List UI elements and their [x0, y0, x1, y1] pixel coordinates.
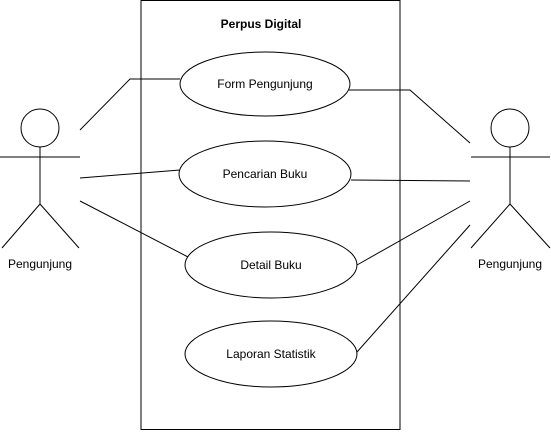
actor-right-leg-right: [509, 203, 551, 249]
use-case-pencarian-buku-label: Pencarian Buku: [223, 167, 308, 181]
actor-right-head: [490, 108, 530, 148]
association-right-detail-buku: [356, 200, 471, 266]
association-left-pencarian-buku: [79, 169, 181, 179]
use-case-laporan-statistik: Laporan Statistik: [184, 320, 358, 388]
association-right-form-pengunjung: [349, 89, 471, 144]
system-boundary-box: [140, 0, 401, 430]
associations-left: [79, 78, 191, 259]
actor-left-head: [20, 108, 60, 148]
associations-right: [349, 89, 471, 353]
association-right-pencarian-buku: [350, 179, 471, 182]
use-case-form-pengunjung-ellipse: [179, 51, 351, 117]
use-case-pencarian-buku: Pencarian Buku: [178, 140, 352, 208]
use-case-pencarian-buku-ellipse: [178, 140, 352, 208]
actor-left-leg-right: [39, 203, 80, 249]
use-case-laporan-statistik-label: Laporan Statistik: [226, 347, 316, 361]
actor-left: Pengunjung: [0, 108, 80, 271]
actor-left-leg-left: [1, 203, 41, 249]
actor-right-label: Pengunjung: [478, 257, 542, 271]
system-title: Perpus Digital: [221, 17, 302, 31]
association-left-form-pengunjung: [79, 78, 180, 131]
use-case-form-pengunjung-label: Form Pengunjung: [217, 77, 312, 91]
use-case-form-pengunjung: Form Pengunjung: [179, 51, 351, 117]
actor-left-label: Pengunjung: [8, 257, 72, 271]
use-case-detail-buku-label: Detail Buku: [240, 258, 301, 272]
system-boundary: Perpus Digital: [140, 0, 401, 430]
use-case-laporan-statistik-ellipse: [184, 320, 358, 388]
association-left-detail-buku: [79, 200, 191, 259]
actor-right-leg-left: [470, 203, 511, 249]
association-right-laporan-statistik: [356, 224, 471, 353]
actor-right: Pengunjung: [470, 108, 551, 271]
use-case-detail-buku-ellipse: [184, 231, 358, 299]
use-case-detail-buku: Detail Buku: [184, 231, 358, 299]
